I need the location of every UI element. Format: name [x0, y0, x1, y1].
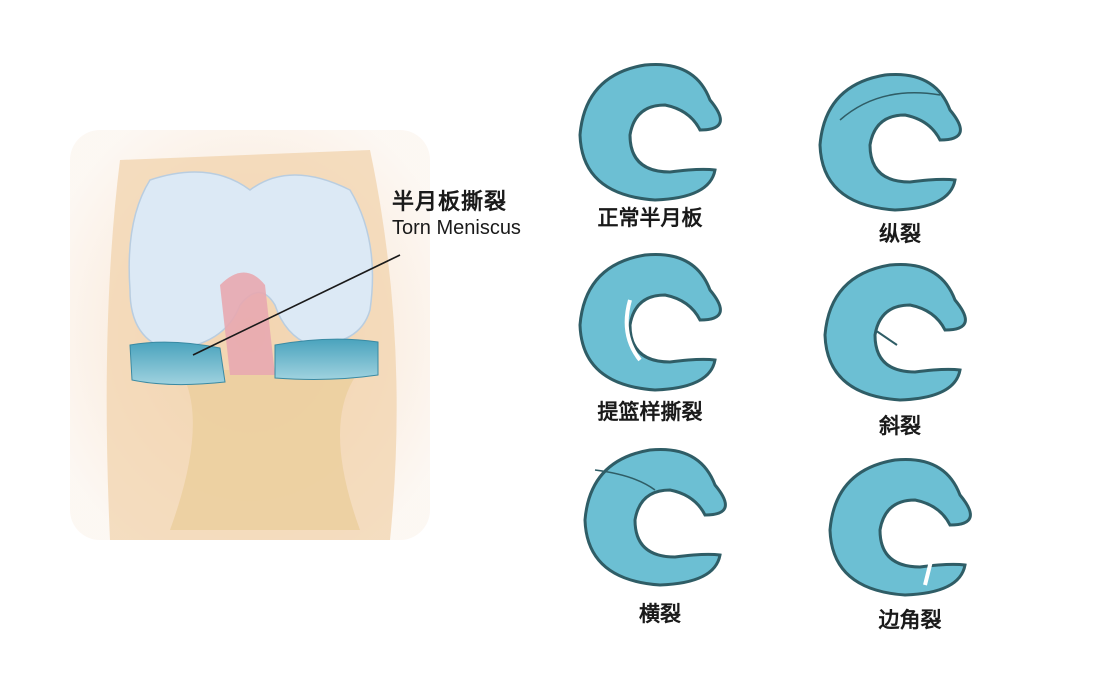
callout-title-en: Torn Meniscus [392, 217, 521, 239]
label-transverse: 横裂 [639, 602, 681, 626]
label-flap: 边角裂 [878, 608, 942, 632]
tear-bucket-handle [560, 240, 750, 404]
oblique-tear-icon [805, 250, 995, 410]
knee-illustration [60, 120, 440, 550]
transverse-tear-icon [565, 435, 755, 595]
longitudinal-tear-icon [800, 60, 990, 220]
torn-meniscus-callout: 半月板撕裂 Torn Meniscus [392, 190, 521, 240]
tear-normal [560, 50, 750, 214]
flap-tear-icon [810, 445, 1000, 605]
normal-meniscus-icon [560, 50, 750, 210]
label-longitudinal: 纵裂 [879, 222, 921, 246]
bucket-handle-tear-icon [560, 240, 750, 400]
tear-flap [810, 445, 1000, 609]
tear-oblique [805, 250, 995, 414]
label-oblique: 斜裂 [879, 414, 921, 438]
callout-title-zh: 半月板撕裂 [392, 190, 508, 215]
tear-longitudinal [800, 60, 990, 224]
label-bucket-handle: 提篮样撕裂 [597, 400, 703, 424]
label-normal: 正常半月板 [597, 206, 703, 230]
tear-transverse [565, 435, 755, 599]
